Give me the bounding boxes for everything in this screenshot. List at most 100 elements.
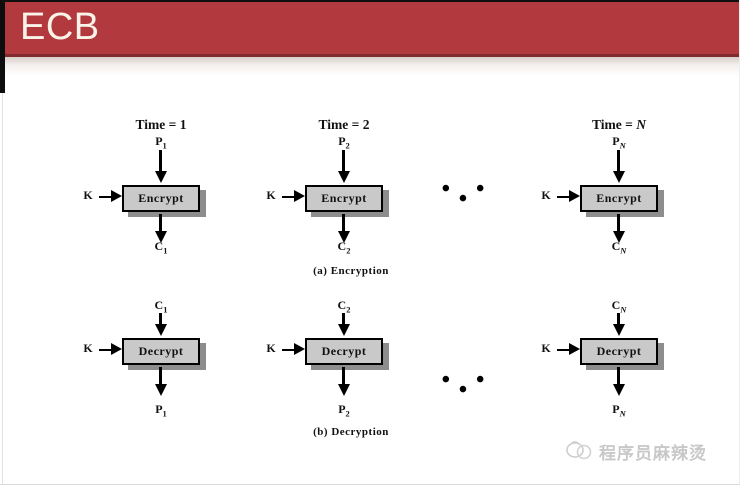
arrow-down-icon [613,171,625,183]
arrow-down-icon [155,231,167,243]
time-index: 2 [362,117,370,132]
label-letter: K [266,188,276,202]
label-letter: P [338,402,346,416]
decryption-caption: (b) Decryption [313,426,389,438]
encrypt-column-1: Time = 1 P1 K Encrypt C1 [83,117,221,277]
label-subscript: N [619,408,626,419]
arrow-down-icon [338,171,350,183]
label-subscript: N [620,304,627,315]
label-subscript: 1 [163,304,168,315]
slide-left-border [2,0,3,484]
arrow-down-icon [155,384,167,396]
decrypt-box: Decrypt [122,338,200,365]
label-letter: C [611,298,621,312]
key-arrow-line [557,196,571,198]
plaintext-input-label: P2 [284,134,404,151]
key-arrow-line [99,196,113,198]
time-prefix: Time = [592,117,637,132]
arrow-right-icon [294,190,305,202]
arrow-line [617,150,620,172]
decrypt-column-2: C2 K Decrypt P2 [266,298,404,423]
arrow-line [617,214,620,232]
title-bar-shadow [0,57,739,76]
time-index: N [636,117,646,132]
label-letter: C [154,298,164,312]
label-letter: K [541,341,551,355]
ciphertext-output-label: CN [559,239,679,255]
arrow-line [617,313,620,325]
decrypt-column-n: CN K Decrypt PN [541,298,679,423]
arrow-line [159,214,162,232]
label-subscript: N [619,140,626,151]
arrow-line [342,313,345,325]
label-subscript: 1 [162,408,167,419]
label-letter: C [337,298,347,312]
arrow-line [617,367,620,385]
label-letter: K [83,341,93,355]
ellipsis-dots: • • • [441,367,495,403]
key-label: K [539,341,553,356]
arrow-right-icon [294,343,305,355]
time-prefix: Time = [318,117,363,132]
label-letter: P [612,402,620,416]
time-label: Time = N [559,117,679,133]
watermark: 程序员麻辣烫 [565,438,707,464]
label-letter: P [338,134,346,148]
plaintext-output-label: P1 [101,402,221,419]
plaintext-output-label: P2 [284,402,404,419]
label-letter: P [155,402,163,416]
label-letter: P [612,134,620,148]
arrow-line [342,367,345,385]
key-arrow-line [282,196,296,198]
encrypt-column-n: Time = N PN K Encrypt CN [541,117,679,277]
ciphertext-output-label: C2 [284,239,404,255]
arrow-down-icon [155,324,167,336]
key-label: K [81,341,95,356]
arrow-line [342,214,345,232]
encrypt-box: Encrypt [122,185,200,212]
label-subscript: 2 [345,140,350,151]
label-subscript: 2 [346,304,351,315]
arrow-down-icon [613,324,625,336]
encrypt-box: Encrypt [580,185,658,212]
key-label: K [539,188,553,203]
arrow-line [159,313,162,325]
encrypt-column-2: Time = 2 P2 K Encrypt C2 [266,117,404,277]
time-prefix: Time = [135,117,180,132]
time-index: 1 [179,117,187,132]
arrow-right-icon [111,343,122,355]
watermark-text: 程序员麻辣烫 [599,443,707,463]
arrow-down-icon [338,384,350,396]
arrow-down-icon [613,384,625,396]
time-label: Time = 1 [101,117,221,133]
plaintext-input-label: P1 [101,134,221,151]
key-arrow-line [282,349,296,351]
label-subscript: 1 [162,140,167,151]
arrow-down-icon [613,231,625,243]
label-letter: K [83,188,93,202]
arrow-right-icon [111,190,122,202]
label-letter: C [611,239,621,253]
left-black-strip [0,0,5,93]
arrow-line [342,150,345,172]
decrypt-box: Decrypt [305,338,383,365]
title-bar [0,0,739,57]
key-label: K [264,341,278,356]
ciphertext-output-label: C1 [101,239,221,255]
time-label: Time = 2 [284,117,404,133]
decrypt-box: Decrypt [580,338,658,365]
label-letter: C [154,239,164,253]
arrow-down-icon [338,231,350,243]
arrow-line [159,367,162,385]
key-label: K [264,188,278,203]
ellipsis-dots: • • • [441,176,495,212]
plaintext-input-label: PN [559,134,679,151]
arrow-line [159,150,162,172]
key-arrow-line [557,349,571,351]
arrow-down-icon [338,324,350,336]
label-subscript: 2 [345,408,350,419]
label-letter: P [155,134,163,148]
encryption-caption: (a) Encryption [313,265,389,277]
arrow-down-icon [155,171,167,183]
